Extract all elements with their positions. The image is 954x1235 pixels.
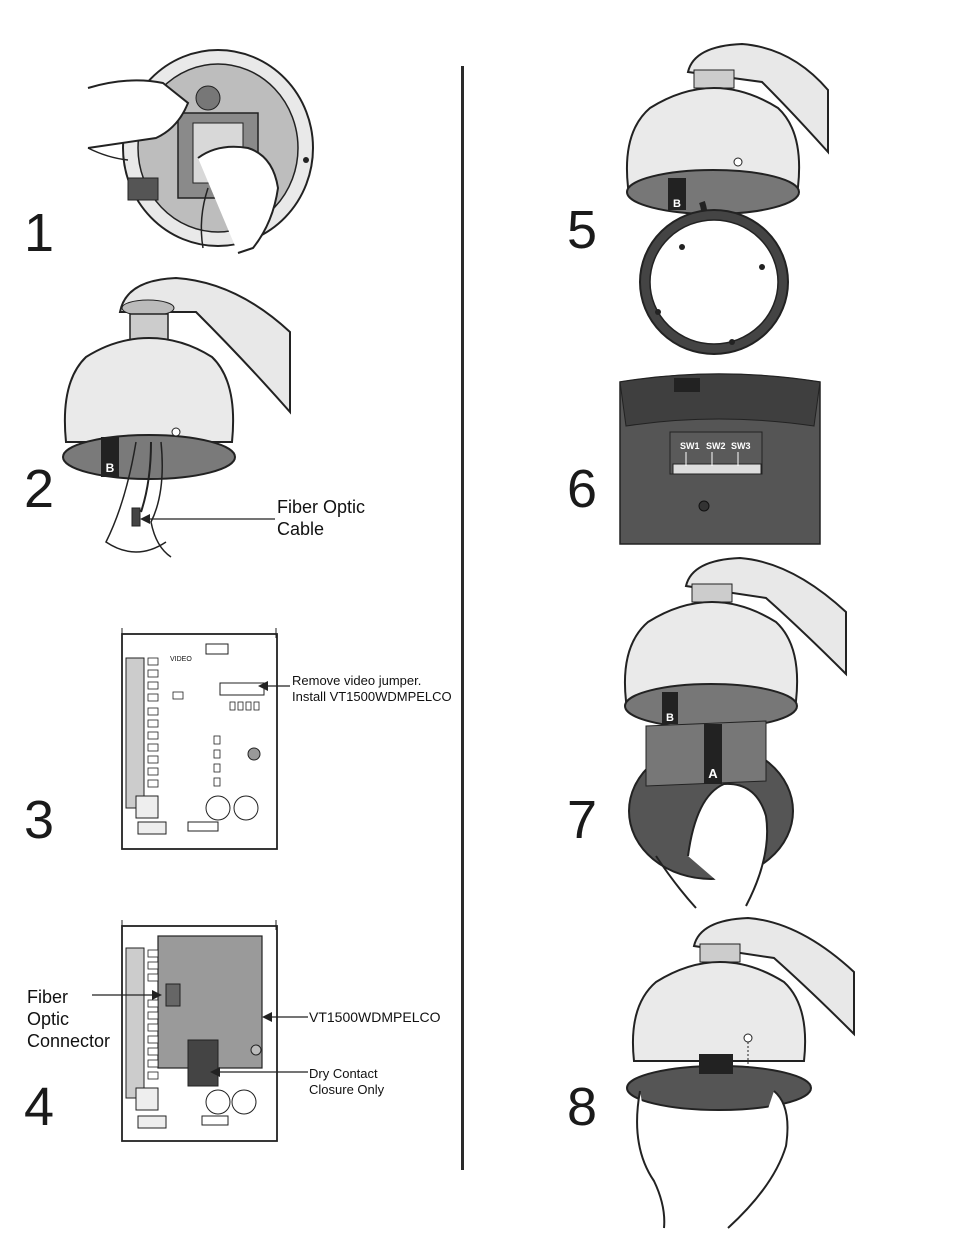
fiber-connector-leader <box>92 990 162 1000</box>
step-number-5: 5 <box>567 200 598 260</box>
step-number-3: 3 <box>24 790 55 850</box>
video-label: VIDEO <box>170 656 192 663</box>
step-4-circuit-board <box>121 920 278 1142</box>
step-number-4: 4 <box>24 1077 55 1137</box>
callout-line: Fiber <box>27 987 69 1007</box>
step-1-illustration <box>87 49 314 254</box>
callout-line: Fiber Optic <box>277 497 366 517</box>
step-6-switch-panel: SW1 SW2 SW3 <box>619 373 821 545</box>
column-divider <box>461 66 464 1170</box>
callout-line: Connector <box>27 1031 111 1051</box>
step-number-6: 6 <box>567 459 598 519</box>
a-marker-label: A <box>708 766 718 781</box>
b-marker-label: B <box>666 712 674 724</box>
b-marker-label: B <box>106 461 115 475</box>
step-number-2: 2 <box>24 459 55 519</box>
step-number-1: 1 <box>24 203 55 263</box>
dry-contact-leader <box>210 1067 308 1077</box>
remove-jumper-callout: Remove video jumper. Install VT1500WDMPE… <box>292 673 452 705</box>
callout-line: Install VT1500WDMPELCO <box>292 689 452 704</box>
callout-line: Optic <box>27 1009 70 1029</box>
fiber-optic-cable-callout: Fiber Optic Cable <box>277 496 365 540</box>
fiber-optic-connector-callout: Fiber Optic Connector <box>27 986 110 1052</box>
fiber-cable-leader <box>140 514 275 524</box>
sw3-label: SW3 <box>731 441 751 451</box>
callout-line: Cable <box>277 519 325 539</box>
step-7-illustration: B A <box>623 556 847 909</box>
step-number-8: 8 <box>567 1077 598 1137</box>
module-leader <box>262 1012 308 1022</box>
remove-jumper-leader <box>258 681 290 691</box>
step-2-illustration: B <box>62 276 291 558</box>
module-callout: VT1500WDMPELCO <box>309 1009 441 1025</box>
step-3-circuit-board: VIDEO <box>121 628 278 850</box>
b-marker-label: B <box>673 198 681 210</box>
callout-line: Dry Contact <box>309 1066 378 1081</box>
step-8-illustration <box>626 916 855 1229</box>
step-5-illustration: B <box>625 42 829 355</box>
sw2-label: SW2 <box>706 441 726 451</box>
callout-line: Closure Only <box>309 1082 385 1097</box>
dry-contact-callout: Dry Contact Closure Only <box>309 1066 384 1098</box>
sw1-label: SW1 <box>680 441 700 451</box>
callout-line: Remove video jumper. <box>292 673 422 688</box>
step-number-7: 7 <box>567 790 598 850</box>
